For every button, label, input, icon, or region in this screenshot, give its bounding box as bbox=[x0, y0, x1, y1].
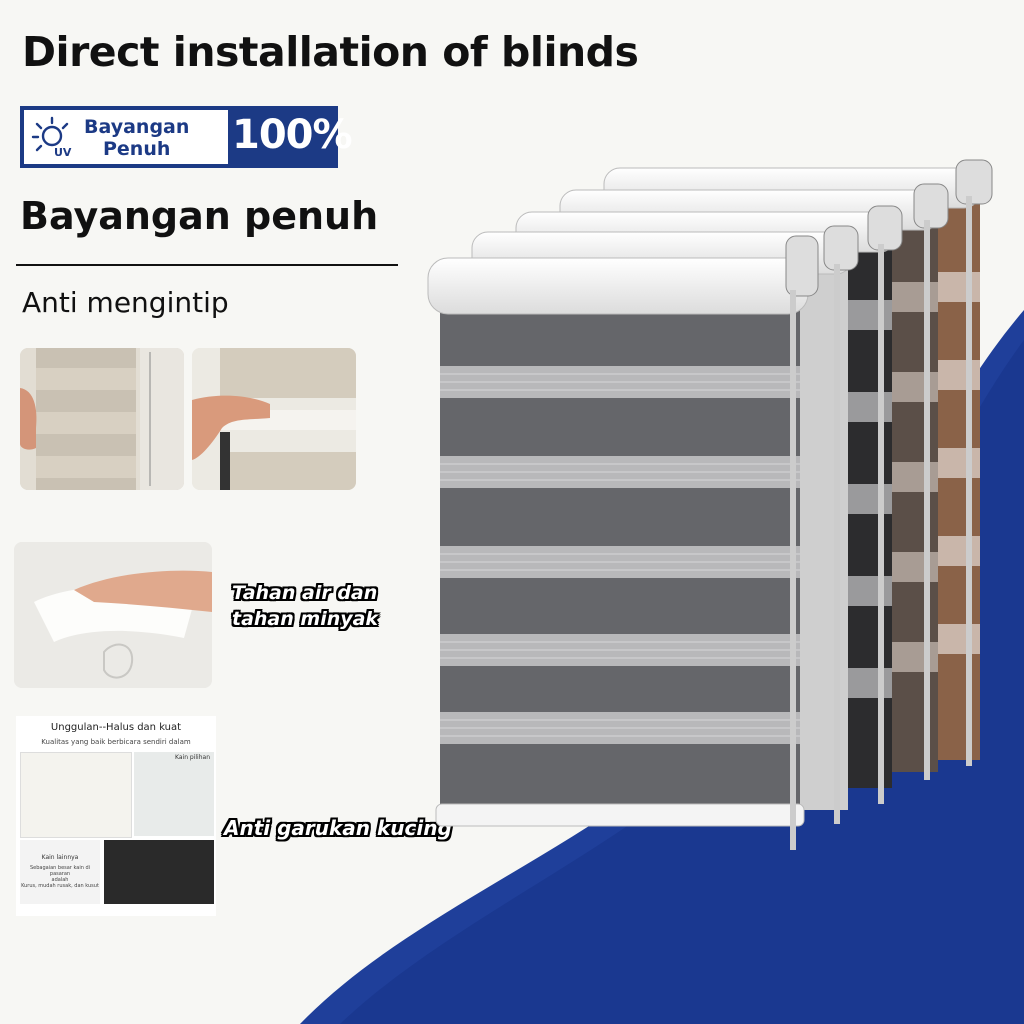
subtitle: Bayangan penuh bbox=[20, 194, 379, 238]
panel-image-room: Kain pilihan bbox=[134, 752, 214, 836]
feature-waterproof: Tahan air dan tahan minyak bbox=[232, 580, 378, 632]
photo-wipe-cloth bbox=[14, 542, 212, 688]
feature-anti-peek: Anti mengintip bbox=[22, 286, 229, 319]
badge-text: Bayangan Penuh bbox=[84, 116, 189, 160]
fabric-comparison-panel: Unggulan--Halus dan kuat Kualitas yang b… bbox=[16, 716, 216, 916]
photo-blind-hand bbox=[192, 348, 356, 490]
panel-other-desc3: Kurus, mudah rusak, dan kusut bbox=[21, 883, 99, 889]
panel-chosen-label: Kain pilihan bbox=[175, 754, 210, 761]
divider-line bbox=[16, 264, 398, 266]
panel-image-fabric bbox=[20, 752, 132, 838]
badge-percent: 100% bbox=[232, 112, 353, 158]
panel-image-mesh bbox=[104, 840, 214, 904]
badge-line-2: Penuh bbox=[103, 138, 171, 160]
photo-blind-measure bbox=[20, 348, 184, 490]
badge-label-box: UV Bayangan Penuh bbox=[24, 110, 228, 164]
page-title: Direct installation of blinds bbox=[22, 28, 639, 76]
badge-line-1: Bayangan bbox=[84, 116, 190, 138]
feature-cat-scratch: Anti garukan kucing bbox=[224, 816, 452, 840]
panel-heading: Unggulan--Halus dan kuat bbox=[50, 722, 182, 733]
panel-other-box: Kain lainnya Sebagaian besar kain di pas… bbox=[20, 840, 100, 904]
waterproof-line-2: tahan minyak bbox=[232, 608, 379, 630]
blind-gray-front bbox=[427, 235, 819, 850]
panel-subheading: Kualitas yang baik berbicara sendiri dal… bbox=[41, 738, 191, 746]
panel-other-desc2: adalah bbox=[51, 877, 69, 883]
full-shade-badge: UV Bayangan Penuh 100% bbox=[20, 106, 353, 168]
panel-other-desc1: Sebagaian besar kain di pasaran bbox=[29, 865, 91, 877]
panel-other-label: Kain lainnya bbox=[41, 854, 79, 861]
uv-sun-icon bbox=[31, 116, 69, 152]
uv-label: UV bbox=[54, 146, 72, 159]
waterproof-line-1: Tahan air dan bbox=[232, 582, 378, 604]
